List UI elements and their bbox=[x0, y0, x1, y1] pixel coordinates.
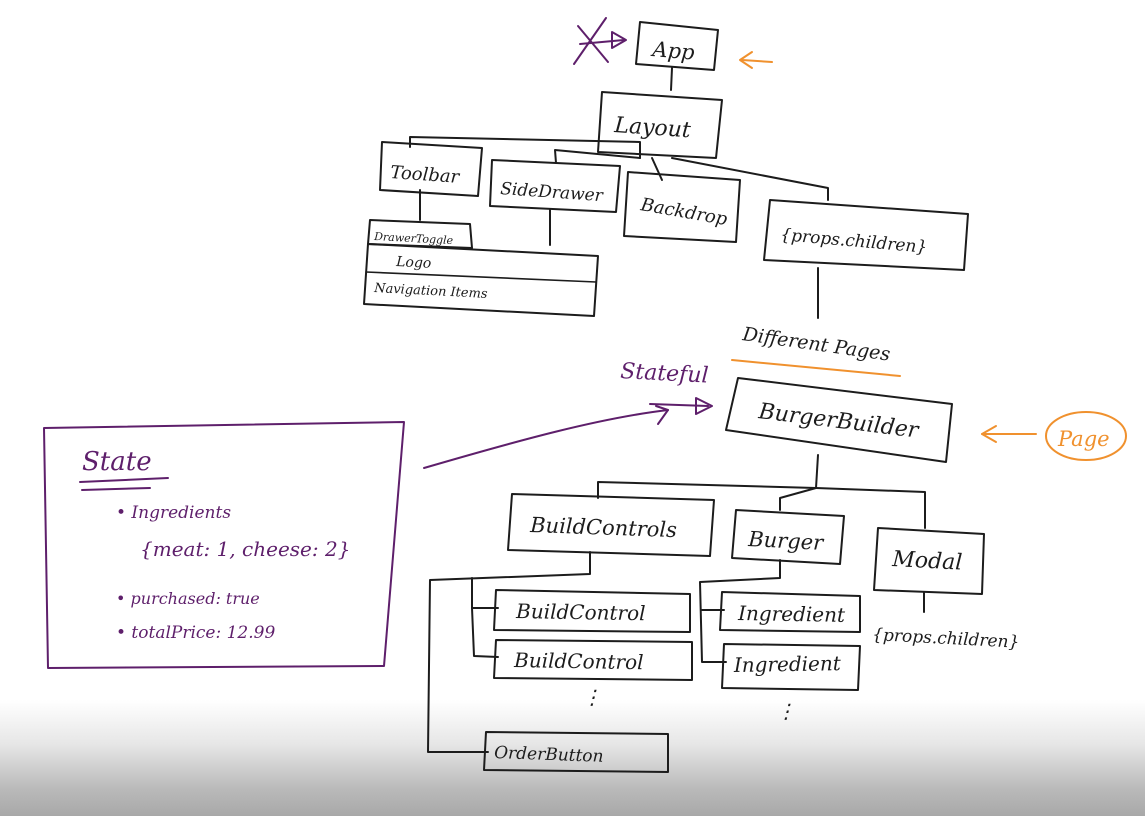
tree-connectors bbox=[409, 67, 926, 753]
side-drawer-box bbox=[489, 159, 621, 213]
ingredient-ellipsis: ⋮ bbox=[776, 699, 796, 723]
page-badge-label: Page bbox=[1057, 427, 1110, 451]
build-control-1-label: BuildControl bbox=[515, 599, 646, 625]
build-control-ellipsis: ⋮ bbox=[582, 685, 602, 709]
toolbar-items-group-box bbox=[363, 243, 599, 317]
state-box bbox=[43, 421, 405, 669]
backdrop-label: Backdrop bbox=[638, 194, 729, 230]
build-controls-label: BuildControls bbox=[529, 513, 678, 542]
node-boxes bbox=[363, 21, 985, 773]
state-item-ingredients-value: {meat: 1, cheese: 2} bbox=[140, 537, 350, 561]
backdrop-box bbox=[623, 171, 741, 243]
state-title: State bbox=[82, 447, 152, 477]
page-badge bbox=[1045, 411, 1127, 461]
layout-box bbox=[597, 91, 723, 159]
orange-annotations: Page bbox=[739, 51, 1127, 461]
order-button-box bbox=[483, 731, 669, 773]
logo-label: Logo bbox=[395, 254, 432, 272]
purple-annotations: Stateful State • Ingredients {meat: 1, c… bbox=[43, 17, 713, 669]
app-pointer-arrow-icon bbox=[741, 59, 773, 63]
state-item-ingredients: • Ingredients bbox=[116, 503, 231, 523]
toolbar-box bbox=[379, 141, 483, 197]
props-children-layout-box bbox=[763, 199, 969, 271]
navigation-items-label: Navigation Items bbox=[373, 281, 488, 302]
app-box bbox=[635, 21, 719, 71]
order-button-label: OrderButton bbox=[494, 743, 604, 767]
burger-builder-box bbox=[725, 377, 953, 463]
ingredient-2-box bbox=[721, 643, 861, 691]
different-pages-label: Different Pages bbox=[740, 323, 892, 366]
state-item-total-price: • totalPrice: 12.99 bbox=[116, 623, 275, 643]
drawer-toggle-box bbox=[367, 219, 473, 249]
toolbar-label: Toolbar bbox=[390, 162, 462, 188]
ingredient-1-label: Ingredient bbox=[737, 601, 846, 627]
layout-label: Layout bbox=[613, 113, 692, 143]
different-pages-annotation: Different Pages bbox=[731, 323, 901, 377]
burger-label: Burger bbox=[747, 527, 826, 555]
build-controls-box bbox=[507, 493, 715, 557]
ingredient-2-label: Ingredient bbox=[733, 651, 842, 677]
burger-box bbox=[731, 509, 845, 565]
different-pages-underline bbox=[731, 359, 901, 377]
stateful-label: Stateful bbox=[620, 359, 709, 389]
build-control-2-box bbox=[493, 639, 693, 681]
side-drawer-label: SideDrawer bbox=[500, 179, 605, 206]
modal-box bbox=[873, 527, 985, 595]
state-item-purchased: • purchased: true bbox=[116, 589, 260, 608]
stateful-arrow-icon bbox=[649, 403, 709, 407]
app-label: App bbox=[650, 37, 696, 65]
ingredient-1-box bbox=[719, 591, 861, 633]
props-children-modal-label: {props.children} bbox=[872, 625, 1020, 653]
build-control-2-label: BuildControl bbox=[513, 648, 644, 674]
build-control-1-box bbox=[493, 589, 691, 633]
props-children-layout-label: {props.children} bbox=[780, 225, 928, 258]
drawer-toggle-label: DrawerToggle bbox=[373, 230, 454, 247]
modal-label: Modal bbox=[891, 547, 963, 576]
crossed-arrow-icon bbox=[579, 39, 625, 45]
